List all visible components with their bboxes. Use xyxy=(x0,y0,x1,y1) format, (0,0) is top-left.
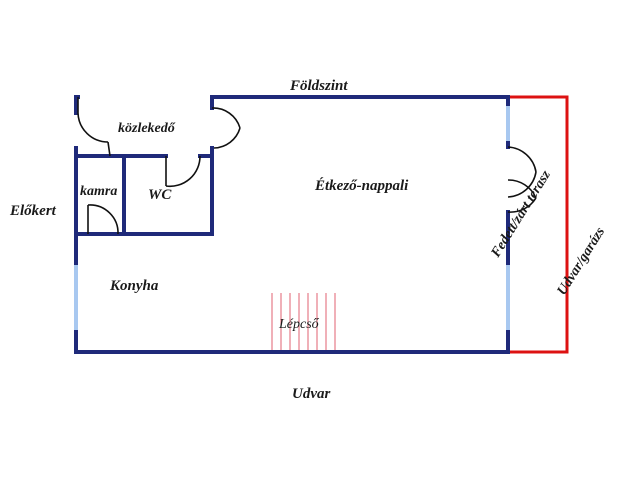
wc-label: WC xyxy=(148,187,172,203)
doors xyxy=(77,97,537,235)
stairs-label: Lépcső xyxy=(278,317,320,332)
dining-living-label: Étkező-nappali xyxy=(314,177,409,194)
yard-bottom-label: Udvar xyxy=(292,386,330,402)
terrace-label: Fedett/zárt terasz xyxy=(488,168,554,261)
windows xyxy=(74,106,510,330)
exterior-walls xyxy=(74,95,510,354)
stairs xyxy=(271,293,336,350)
interior-walls xyxy=(74,95,214,236)
level-label: Földszint xyxy=(289,78,348,94)
extension-outline xyxy=(508,95,569,354)
kitchen-label: Konyha xyxy=(109,278,159,294)
front-garden-label: Előkert xyxy=(9,203,57,219)
yard-garage-label: Udvar/garázs xyxy=(555,224,609,298)
hallway-label: közlekedő xyxy=(118,121,176,136)
pantry-label: kamra xyxy=(80,184,117,199)
